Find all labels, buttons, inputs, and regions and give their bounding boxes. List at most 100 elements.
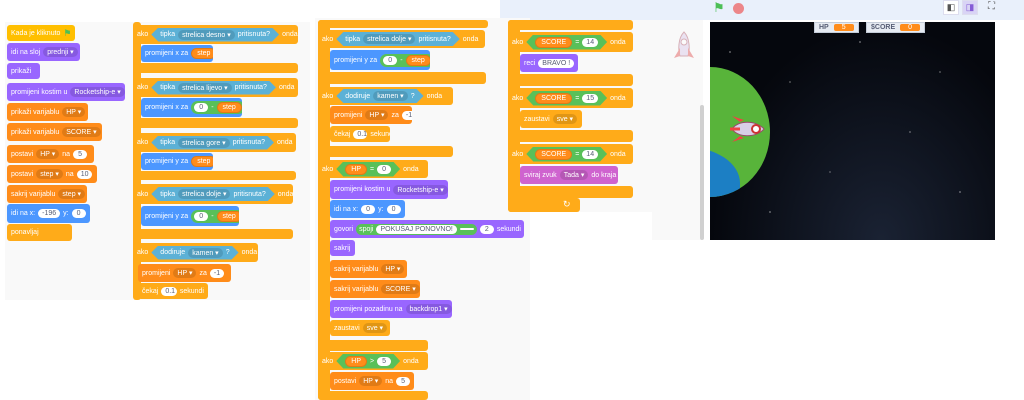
dropdown[interactable]: Rocketship-e — [70, 87, 125, 97]
value-input[interactable]: 2 — [479, 224, 494, 234]
variable-reporter[interactable]: SCORE — [535, 37, 572, 48]
dropdown[interactable]: prednji — [43, 47, 78, 57]
value-input[interactable]: 14 — [582, 150, 598, 159]
dropdown[interactable]: HP — [365, 110, 389, 120]
value-input[interactable]: 5 — [396, 376, 411, 386]
dropdown[interactable]: sve — [362, 323, 388, 333]
variable-reporter[interactable]: step — [216, 102, 242, 113]
dropdown[interactable]: SCORE — [62, 127, 101, 137]
events-block[interactable]: Kada je kliknuto⚑ — [7, 25, 75, 41]
dropdown[interactable]: backdrop1 — [405, 304, 452, 314]
variables-block[interactable]: postaviHPna5 — [7, 145, 94, 163]
boolean-operators-block[interactable]: SCORE=14 — [526, 147, 607, 162]
dropdown[interactable]: SCORE — [381, 284, 420, 294]
dropdown[interactable]: HP — [62, 107, 86, 117]
dropdown[interactable]: Tada — [559, 170, 589, 180]
dropdown[interactable]: Rocketship-e — [393, 184, 448, 195]
dropdown[interactable]: sve — [552, 114, 578, 124]
value-input[interactable]: 0 — [383, 55, 398, 65]
looks-block[interactable]: sakrij — [330, 240, 355, 256]
variable-reporter[interactable]: step — [216, 210, 239, 222]
variable-reporter[interactable]: SCORE — [535, 149, 572, 160]
value-input[interactable]: 0 — [71, 209, 86, 218]
dropdown[interactable]: HP — [173, 268, 197, 278]
value-input[interactable]: 10 — [76, 169, 93, 179]
variables-block[interactable]: postavistepna10 — [7, 165, 97, 183]
variable-reporter[interactable]: step — [191, 48, 213, 59]
stage[interactable]: HP 5 $CORE 0 — [710, 22, 995, 240]
value-input[interactable]: BRAVO ! — [538, 58, 574, 68]
rocketship-sprite[interactable] — [728, 114, 768, 149]
looks-block[interactable]: prikaži — [7, 63, 40, 79]
boolean-operators-block[interactable]: HP=0 — [336, 162, 400, 177]
value-input[interactable]: 0.1 — [353, 129, 368, 139]
value-input[interactable]: 0 — [361, 204, 376, 214]
value-input[interactable]: 0 — [194, 103, 209, 112]
boolean-operators-block[interactable]: SCORE=15 — [526, 91, 607, 106]
stop-button[interactable] — [733, 3, 744, 14]
large-stage-button[interactable]: ◨ — [962, 0, 978, 15]
green-flag-button[interactable]: ⚑ — [713, 0, 725, 15]
value-input[interactable]: -1 — [401, 110, 412, 120]
dropdown[interactable]: HP — [36, 149, 60, 159]
value-input[interactable]: 5 — [73, 149, 88, 159]
dropdown[interactable]: HP — [359, 376, 383, 386]
boolean-operators-block[interactable]: SCORE=14 — [526, 35, 607, 50]
control-block[interactable]: ponavljaj — [7, 224, 72, 241]
value-input[interactable]: 0 — [377, 165, 391, 174]
value-input[interactable]: 0 — [386, 204, 401, 214]
dropdown[interactable]: kamen — [373, 91, 407, 101]
value-input[interactable]: -196 — [38, 209, 61, 218]
variable-reporter[interactable]: HP — [345, 356, 367, 367]
dropdown[interactable]: strelica dolje — [178, 189, 230, 199]
scrollbar[interactable] — [700, 105, 704, 240]
variables-block[interactable]: postaviHPna5 — [330, 372, 414, 390]
dropdown[interactable]: strelica dolje — [363, 34, 415, 44]
dropdown[interactable]: step — [58, 189, 86, 199]
value-input[interactable]: POKUŠAJ PONOVNO! — [376, 224, 457, 234]
variable-reporter[interactable]: SCORE — [535, 93, 572, 104]
operators-reporter[interactable]: 0-step — [380, 53, 430, 67]
value-input[interactable] — [459, 228, 474, 230]
variable-reporter[interactable]: step — [191, 156, 213, 167]
value-input[interactable]: 0.1 — [161, 286, 177, 296]
dropdown[interactable]: step — [36, 169, 63, 179]
variable-reporter[interactable]: step — [405, 54, 430, 66]
sound-block[interactable]: sviraj zvukTadado kraja — [520, 166, 618, 184]
